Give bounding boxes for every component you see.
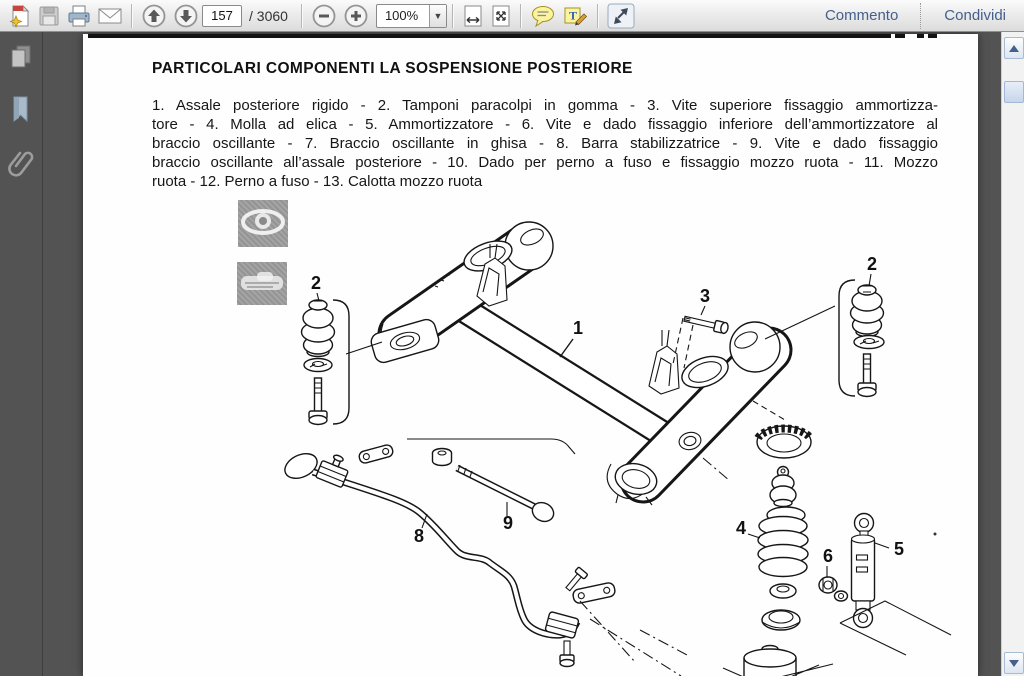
stabilizer-bar-group: 8 bbox=[284, 444, 581, 639]
pdf-page: PARTICOLARI COMPONENTI LA SOSPENSIONE PO… bbox=[83, 34, 978, 676]
toolbar-separator bbox=[451, 3, 454, 28]
bookmarks-icon bbox=[13, 96, 28, 123]
link-plate-upper bbox=[358, 444, 394, 464]
page-title: PARTICOLARI COMPONENTI LA SOSPENSIONE PO… bbox=[152, 60, 633, 77]
scrollbar-thumb[interactable] bbox=[1004, 81, 1024, 103]
page-up-icon bbox=[142, 4, 166, 27]
reading-mode-icon bbox=[607, 3, 635, 28]
toolbar-dotted-separator bbox=[920, 2, 922, 29]
page-number-input[interactable] bbox=[202, 4, 242, 27]
bookmarks-button[interactable] bbox=[4, 94, 38, 124]
document-area[interactable]: PARTICOLARI COMPONENTI LA SOSPENSIONE PO… bbox=[43, 32, 1001, 676]
reading-mode-button[interactable] bbox=[604, 2, 638, 30]
fit-width-icon bbox=[464, 5, 482, 26]
legend-line: braccio oscillante - 7. Braccio oscillan… bbox=[152, 135, 938, 152]
text-annotation-icon: T bbox=[564, 7, 588, 25]
page-thumbnails-icon bbox=[11, 45, 31, 68]
zoom-out-button[interactable] bbox=[308, 2, 340, 30]
callout-2-left: 2 bbox=[311, 273, 321, 293]
right-swingarm-casting bbox=[606, 321, 793, 506]
callout-3: 3 bbox=[700, 286, 710, 306]
arrow-up-icon bbox=[1009, 44, 1019, 52]
upper-shock-bolt: 3 bbox=[672, 286, 729, 369]
toolbar: / 3060 100% ▼ bbox=[0, 0, 1024, 32]
callout-5: 5 bbox=[894, 539, 904, 559]
svg-text:T: T bbox=[569, 8, 577, 22]
fit-page-icon bbox=[492, 5, 510, 26]
spring-group: 4 bbox=[736, 424, 814, 631]
scroll-down-button[interactable] bbox=[1004, 652, 1024, 674]
logo-stamp-eye bbox=[238, 200, 288, 247]
bar-clamp-upper bbox=[315, 454, 349, 488]
email-icon bbox=[98, 8, 122, 23]
scan-cutoff-mark bbox=[917, 34, 924, 38]
zoom-level-select[interactable]: 100% ▼ bbox=[375, 3, 447, 28]
scan-cutoff-mark bbox=[895, 34, 905, 38]
lower-shock-nut: 6 bbox=[818, 546, 849, 602]
scroll-up-button[interactable] bbox=[1004, 37, 1024, 59]
callout-2-right: 2 bbox=[867, 254, 877, 274]
spring-perch bbox=[476, 243, 508, 307]
navigation-pane bbox=[0, 32, 43, 676]
toolbar-right-group: Commento Condividi bbox=[813, 2, 1018, 29]
toolbar-separator bbox=[300, 3, 303, 28]
comment-bubble-icon bbox=[531, 5, 554, 27]
legend-line: tore - 4. Molla ad elica - 5. Ammortizza… bbox=[152, 116, 938, 133]
shock-absorber: 5 bbox=[850, 512, 904, 629]
paperclip-icon bbox=[8, 151, 34, 177]
workspace: PARTICOLARI COMPONENTI LA SOSPENSIONE PO… bbox=[0, 32, 1024, 676]
save-button[interactable] bbox=[34, 2, 64, 30]
commento-button[interactable]: Commento bbox=[824, 7, 899, 24]
convert-pdf-icon bbox=[9, 4, 30, 28]
fit-width-button[interactable] bbox=[459, 2, 487, 30]
chevron-down-icon: ▼ bbox=[428, 4, 446, 27]
callout-4: 4 bbox=[736, 518, 746, 538]
email-button[interactable] bbox=[94, 2, 126, 30]
left-swingarm-casting bbox=[370, 221, 554, 364]
condividi-button[interactable]: Condividi bbox=[944, 7, 1006, 24]
spring-perch bbox=[648, 329, 680, 395]
print-icon bbox=[68, 5, 90, 26]
bar-clamp-lower bbox=[544, 566, 616, 668]
toolbar-separator bbox=[131, 3, 133, 28]
attachments-button[interactable] bbox=[4, 146, 38, 177]
previous-page-button[interactable] bbox=[138, 2, 170, 30]
page-count-label: / 3060 bbox=[249, 7, 288, 24]
scan-cutoff-mark bbox=[928, 34, 937, 38]
callout-8: 8 bbox=[414, 526, 424, 546]
legend-line: braccio oscillante all’assale posteriore… bbox=[152, 154, 938, 171]
right-bumper-group: 2 bbox=[764, 254, 885, 398]
zoom-in-icon bbox=[344, 4, 368, 27]
arrow-down-icon bbox=[1009, 659, 1019, 667]
vertical-scrollbar[interactable] bbox=[1001, 32, 1024, 676]
comment-bubble-button[interactable] bbox=[527, 2, 560, 30]
print-button[interactable] bbox=[64, 2, 94, 30]
callout-6: 6 bbox=[823, 546, 833, 566]
stabilizer-bolt-group: 9 bbox=[407, 438, 576, 533]
legend-text: 1. Assale posteriore rigido - 2. Tamponi… bbox=[152, 96, 938, 191]
zoom-out-icon bbox=[312, 4, 336, 27]
save-icon bbox=[39, 6, 59, 25]
toolbar-separator bbox=[596, 3, 599, 28]
text-annotation-button[interactable]: T bbox=[560, 2, 592, 30]
zoom-in-button[interactable] bbox=[340, 2, 372, 30]
page-down-icon bbox=[174, 4, 198, 27]
left-bumper-group: 2 bbox=[300, 273, 383, 426]
axle-tube bbox=[455, 297, 671, 446]
legend-line: 1. Assale posteriore rigido - 2. Tamponi… bbox=[152, 97, 938, 114]
toolbar-separator bbox=[519, 3, 522, 28]
callout-9: 9 bbox=[503, 513, 513, 533]
construction-lines bbox=[579, 400, 952, 676]
callout-1: 1 bbox=[573, 318, 583, 338]
bottom-pad bbox=[722, 644, 834, 676]
logo-stamp-brand bbox=[237, 262, 287, 305]
zoom-level-value: 100% bbox=[384, 8, 419, 23]
fit-page-button[interactable] bbox=[487, 2, 515, 30]
scan-cutoff-band bbox=[88, 34, 891, 38]
legend-line: ruota - 12. Perno a fuso - 13. Calotta m… bbox=[152, 173, 483, 190]
page-thumbnails-button[interactable] bbox=[4, 42, 38, 72]
next-page-button[interactable] bbox=[170, 2, 202, 30]
convert-pdf-button[interactable] bbox=[6, 2, 34, 30]
